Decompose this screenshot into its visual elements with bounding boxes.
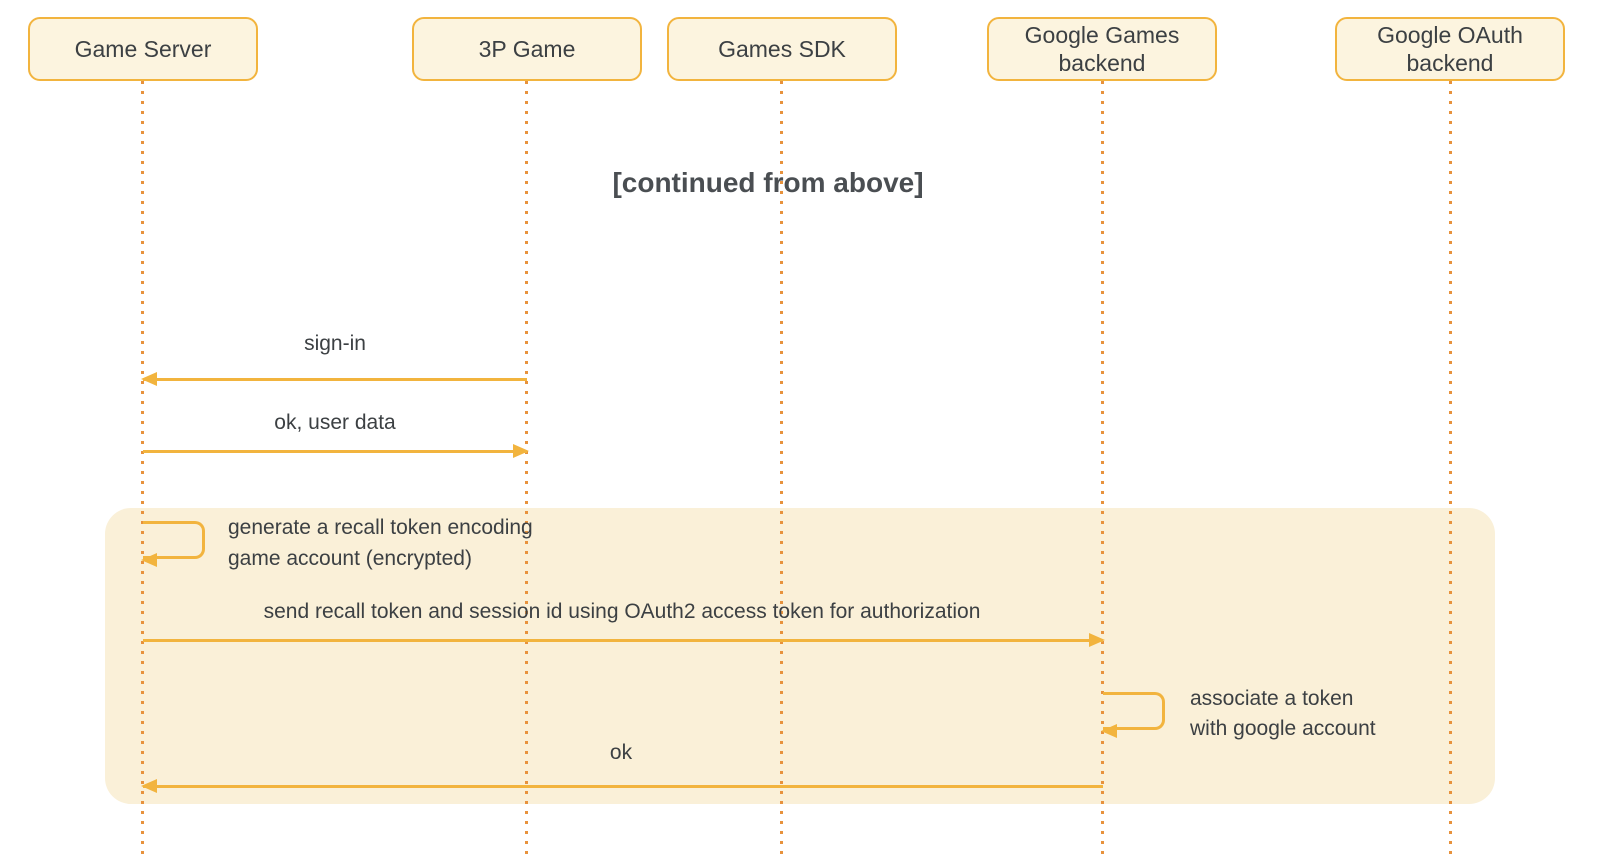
lifeline-games-sdk (780, 81, 783, 854)
message-label-ok-user-data: ok, user data (274, 411, 396, 434)
arrowhead-left-icon (1101, 723, 1117, 738)
actor-3p-game: 3P Game (412, 17, 642, 81)
arrowhead-left-icon (141, 552, 157, 567)
actor-games-sdk: Games SDK (667, 17, 897, 81)
arrowhead-left-icon (141, 372, 157, 386)
arrowhead-right-icon (513, 444, 529, 458)
self-message-label-generate-recall-token: generate a recall token encoding game ac… (228, 516, 533, 570)
actor-game-server: Game Server (28, 17, 258, 81)
lifeline-google-games-backend (1101, 81, 1104, 854)
highlight-region (105, 508, 1495, 804)
actor-google-games-backend: Google Games backend (987, 17, 1217, 81)
self-message-loop-associate-token (1101, 692, 1165, 738)
lifeline-google-oauth-backend (1449, 81, 1452, 854)
diagram-title: [continued from above] (612, 167, 924, 198)
message-arrow-sign-in (141, 372, 527, 386)
self-message-label-associate-token: associate a token with google account (1190, 687, 1376, 740)
message-arrow-ok (141, 779, 1103, 793)
self-message-loop-generate-recall-token (141, 521, 205, 567)
arrowhead-right-icon (1089, 633, 1105, 647)
message-arrow-send-recall-token (143, 633, 1105, 647)
actor-google-oauth-backend: Google OAuth backend (1335, 17, 1565, 81)
arrowhead-left-icon (141, 779, 157, 793)
message-label-send-recall-token: send recall token and session id using O… (263, 600, 981, 623)
message-arrow-ok-user-data (143, 444, 529, 458)
lifeline-3p-game (525, 81, 528, 854)
lifeline-game-server (141, 81, 144, 854)
message-label-sign-in: sign-in (304, 332, 366, 355)
message-label-ok: ok (609, 741, 633, 764)
